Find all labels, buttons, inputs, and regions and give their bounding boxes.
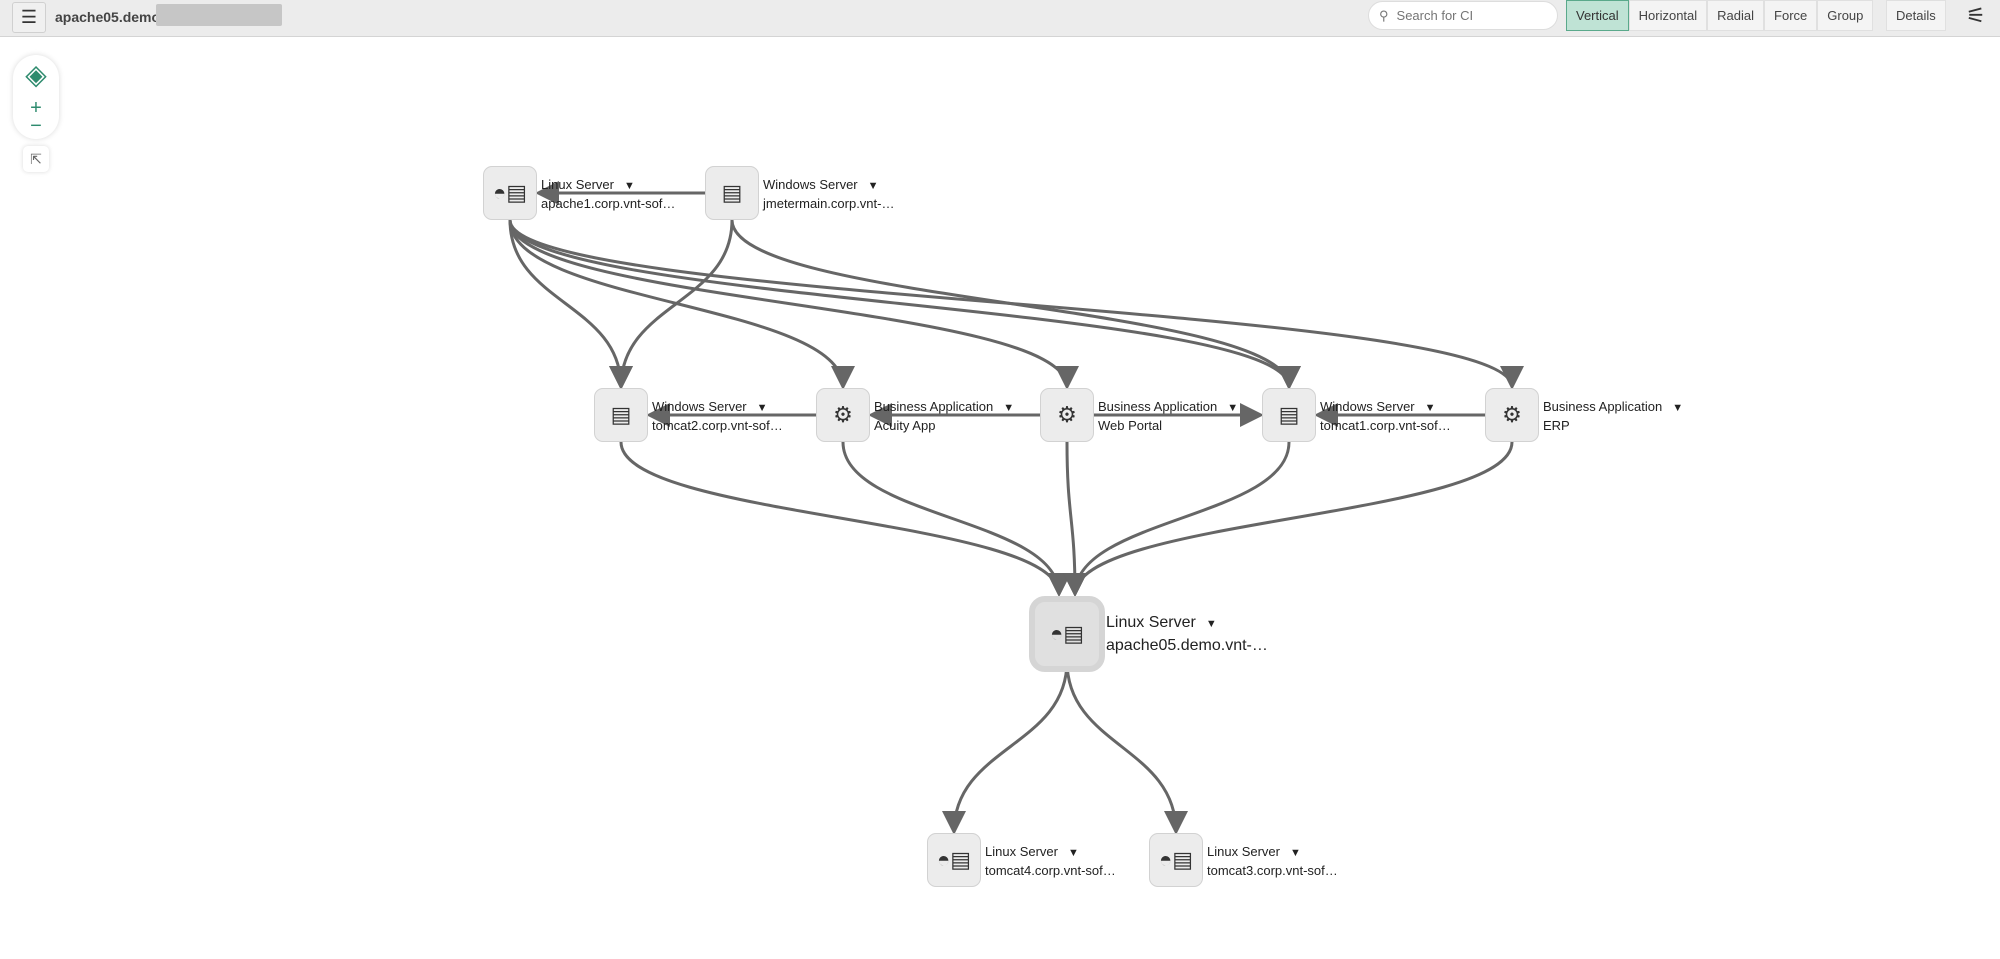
edge-apache05-tomcat4[interactable]: [942, 660, 1069, 835]
top-bar: ☰ apache05.demo ⚲ Vertical Horizontal Ra…: [0, 0, 2000, 37]
search-input[interactable]: [1394, 7, 1539, 24]
map-navigation: ◈ + −: [13, 55, 59, 139]
edge-tomcat2-apache05[interactable]: [619, 441, 1071, 597]
node-type: Business Application: [1098, 399, 1218, 414]
node-type: Business Application: [1543, 399, 1663, 414]
edge-apache1-acuity[interactable]: [508, 219, 855, 390]
select-tool-icon[interactable]: ⇱: [23, 146, 49, 172]
node-name: tomcat1.corp.vnt-sof…: [1320, 418, 1451, 433]
details-button[interactable]: Details: [1886, 0, 1946, 31]
hamburger-icon: ☰: [20, 7, 38, 27]
node-type: Business Application: [874, 399, 994, 414]
node-type: Linux Server: [985, 844, 1058, 859]
node-label: Business Application ▼ ERP: [1543, 398, 1683, 434]
edge-apache05-tomcat3[interactable]: [1065, 660, 1188, 835]
gear-icon: ⚙: [1057, 402, 1077, 427]
dropdown-caret-icon[interactable]: ▼: [867, 180, 879, 192]
page-title: apache05.demo: [55, 9, 161, 25]
dropdown-caret-icon[interactable]: ▼: [756, 402, 768, 414]
tab-group[interactable]: Group: [1817, 0, 1874, 31]
node-webportal[interactable]: ⚙: [1040, 388, 1094, 442]
node-jmeter[interactable]: ▤: [705, 166, 759, 220]
settings-sliders-icon[interactable]: ⚟: [1966, 3, 1986, 28]
edge-webportal-apache05[interactable]: [1062, 441, 1087, 597]
node-type: Linux Server: [1207, 844, 1280, 859]
edge-apache1-tomcat2[interactable]: [508, 219, 633, 390]
linux-server-icon: ◓▤: [1049, 621, 1085, 646]
tab-force[interactable]: Force: [1764, 0, 1818, 31]
dropdown-caret-icon[interactable]: ▼: [1289, 847, 1301, 859]
edge-acuity-apache05[interactable]: [841, 441, 1071, 597]
node-tomcat3[interactable]: ◓▤: [1149, 833, 1203, 887]
node-name: Acuity App: [874, 418, 936, 433]
menu-button[interactable]: ☰: [12, 2, 46, 33]
zoom-in-button[interactable]: +: [30, 97, 42, 119]
dropdown-caret-icon[interactable]: ▼: [1067, 847, 1079, 859]
edge-apache1-webportal[interactable]: [508, 219, 1079, 390]
dropdown-caret-icon[interactable]: ▼: [1205, 618, 1217, 630]
linux-server-icon: ◓▤: [1158, 847, 1194, 872]
node-type: Windows Server: [763, 177, 858, 192]
edge-erp-apache05[interactable]: [1063, 441, 1514, 597]
gear-icon: ⚙: [833, 402, 853, 427]
linux-server-icon: ◓▤: [492, 180, 528, 205]
layout-tabs: Vertical Horizontal Radial Force Group: [1566, 0, 1874, 31]
node-tomcat1[interactable]: ▤: [1262, 388, 1316, 442]
gear-icon: ⚙: [1502, 402, 1522, 427]
dropdown-caret-icon[interactable]: ▼: [1424, 402, 1436, 414]
dropdown-caret-icon[interactable]: ▼: [1003, 402, 1015, 414]
node-name: tomcat4.corp.vnt-sof…: [985, 863, 1116, 878]
node-label: Windows Server ▼ jmetermain.corp.vnt-…: [763, 176, 894, 212]
tab-radial[interactable]: Radial: [1707, 0, 1765, 31]
node-label: Windows Server ▼ tomcat2.corp.vnt-sof…: [652, 398, 783, 434]
node-label: Linux Server ▼ apache1.corp.vnt-sof…: [541, 176, 675, 212]
edge-tomcat1-apache05[interactable]: [1063, 441, 1291, 597]
node-type: Linux Server: [1106, 614, 1196, 631]
dropdown-caret-icon[interactable]: ▼: [1227, 402, 1239, 414]
node-name: tomcat2.corp.vnt-sof…: [652, 418, 783, 433]
windows-server-icon: ▤: [610, 402, 632, 427]
node-erp[interactable]: ⚙: [1485, 388, 1539, 442]
tab-vertical[interactable]: Vertical: [1566, 0, 1629, 31]
node-label: Linux Server ▼ tomcat3.corp.vnt-sof…: [1207, 843, 1338, 879]
node-tomcat2[interactable]: ▤: [594, 388, 648, 442]
search-icon: ⚲: [1379, 7, 1389, 23]
node-label: Business Application ▼ Web Portal: [1098, 398, 1238, 434]
node-label: Linux Server ▼ tomcat4.corp.vnt-sof…: [985, 843, 1116, 879]
node-name: ERP: [1543, 418, 1570, 433]
node-name: jmetermain.corp.vnt-…: [763, 196, 895, 211]
node-name: Web Portal: [1098, 418, 1163, 433]
dropdown-caret-icon[interactable]: ▼: [623, 180, 635, 192]
node-type: Windows Server: [652, 399, 747, 414]
dropdown-caret-icon[interactable]: ▼: [1672, 402, 1684, 414]
redacted-block: [156, 4, 282, 26]
node-name: apache1.corp.vnt-sof…: [541, 196, 676, 211]
node-apache1[interactable]: ◓▤: [483, 166, 537, 220]
edge-apache1-tomcat1[interactable]: [508, 219, 1301, 390]
node-apache05[interactable]: ◓▤: [1029, 596, 1105, 672]
node-label: Windows Server ▼ tomcat1.corp.vnt-sof…: [1320, 398, 1451, 434]
windows-server-icon: ▤: [1278, 402, 1300, 427]
search-box[interactable]: ⚲: [1368, 1, 1558, 30]
node-type: Linux Server: [541, 177, 614, 192]
node-tomcat4[interactable]: ◓▤: [927, 833, 981, 887]
pan-control-icon[interactable]: ◈: [25, 59, 47, 90]
tab-horizontal[interactable]: Horizontal: [1628, 0, 1708, 31]
node-type: Windows Server: [1320, 399, 1415, 414]
linux-server-icon: ◓▤: [936, 847, 972, 872]
node-acuity[interactable]: ⚙: [816, 388, 870, 442]
edge-apache1-erp[interactable]: [508, 219, 1524, 390]
node-label: Linux Server ▼ apache05.demo.vnt-…: [1106, 612, 1268, 656]
node-name: tomcat3.corp.vnt-sof…: [1207, 863, 1338, 878]
windows-server-icon: ▤: [721, 180, 743, 205]
node-label: Business Application ▼ Acuity App: [874, 398, 1014, 434]
zoom-out-button[interactable]: −: [30, 115, 42, 137]
node-name: apache05.demo.vnt-…: [1106, 637, 1268, 654]
